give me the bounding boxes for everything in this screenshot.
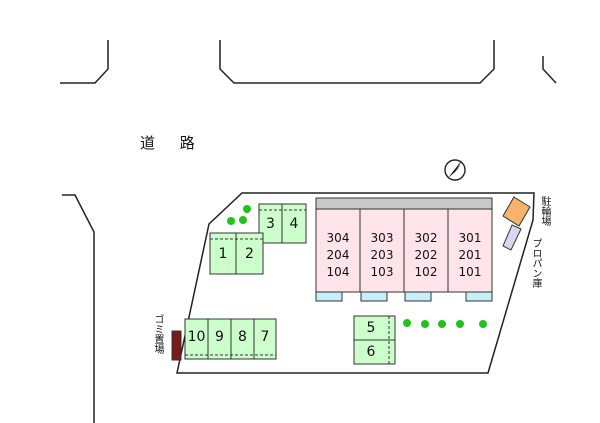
unit-number: 201 — [458, 248, 482, 262]
parking-slot-3: 3 — [266, 216, 275, 232]
road-label: 道 路 — [140, 134, 205, 152]
parking-slot-5: 5 — [366, 320, 376, 336]
unit-number: 302 — [414, 231, 438, 245]
bicycle-parking-area — [502, 196, 531, 227]
parking-slot-8: 8 — [238, 329, 247, 345]
unit-number: 304 — [326, 231, 350, 245]
parking-slot-10: 10 — [187, 329, 206, 345]
parking-slot-9: 9 — [215, 329, 224, 345]
unit-number: 101 — [458, 265, 482, 279]
garbage-area — [171, 330, 182, 361]
unit-number: 102 — [414, 265, 438, 279]
road-edge — [60, 40, 109, 84]
propane-storage-label: プロパン庫 — [530, 238, 541, 288]
road-edge — [219, 40, 495, 84]
unit-column: 304 204 104 — [316, 230, 360, 281]
unit-number: 104 — [326, 265, 350, 279]
parking-slot-1: 1 — [218, 246, 228, 262]
unit-number: 202 — [414, 248, 438, 262]
unit-column: 301 201 101 — [448, 230, 492, 281]
parking-slot-4: 4 — [289, 216, 299, 232]
unit-column: 303 203 103 — [360, 230, 404, 281]
parking-slot-6: 6 — [366, 344, 376, 360]
road-edge — [62, 194, 95, 423]
unit-number: 204 — [326, 248, 350, 262]
building-roof-strip — [315, 197, 493, 210]
parking-slot-7: 7 — [260, 329, 270, 345]
trees — [227, 205, 487, 328]
unit-number: 303 — [370, 231, 394, 245]
unit-number: 103 — [370, 265, 394, 279]
propane-storage-area — [502, 224, 522, 251]
balconies — [315, 291, 493, 302]
north-arrow-icon — [444, 159, 466, 181]
garbage-area-label: ゴミ置場 — [152, 314, 163, 354]
parking-slot-2: 2 — [245, 246, 254, 262]
unit-number: 203 — [370, 248, 394, 262]
unit-column: 302 202 102 — [404, 230, 448, 281]
road-edge — [542, 56, 557, 84]
unit-number: 301 — [458, 231, 482, 245]
bicycle-parking-label: 駐輪場 — [539, 196, 550, 226]
